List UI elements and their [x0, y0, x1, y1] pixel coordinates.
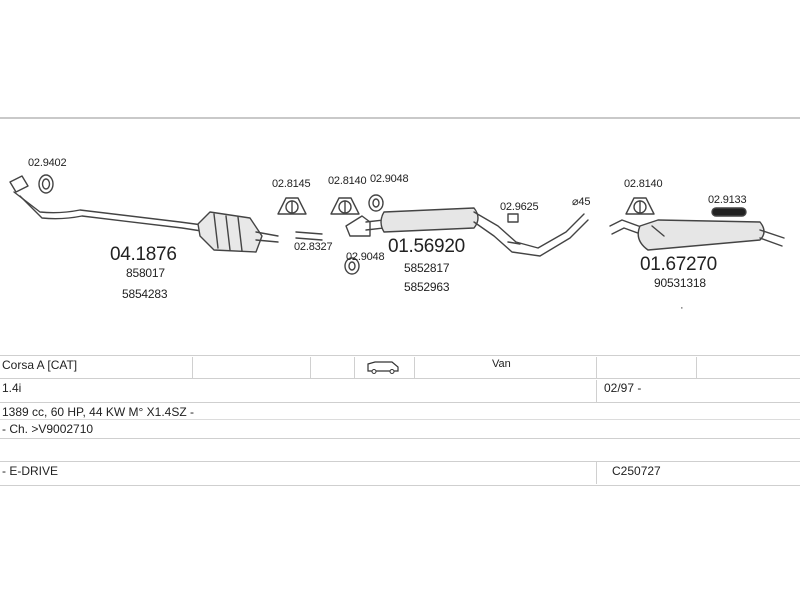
table-rule-5: [0, 438, 800, 439]
part-02-9048-b-label: 02.9048: [346, 251, 385, 263]
top-rule: [0, 117, 800, 119]
oem-5852963-label: 5852963: [404, 280, 450, 294]
cell-divider: [596, 380, 597, 402]
table-rule-6: [0, 461, 800, 462]
ring-02-9402-drawing: [38, 174, 54, 194]
van-icon: [366, 360, 400, 377]
vehicle-code: C250727: [612, 464, 661, 478]
cell-divider: [414, 357, 415, 378]
mount-02-9048-a-drawing: [368, 194, 384, 212]
catalyst-drawing: [197, 211, 279, 253]
part-02-8327-label: 02.8327: [294, 241, 333, 253]
part-04-1876-label: 04.1876: [110, 244, 177, 265]
pipe-02-8327-drawing: [295, 231, 323, 241]
part-01-56920-label: 01.56920: [388, 236, 465, 257]
part-02-9133-label: 02.9133: [708, 194, 747, 206]
clamp-02-8140-a-drawing: [330, 197, 360, 215]
vehicle-engine: 1.4i: [2, 381, 22, 395]
oem-5852817-label: 5852817: [404, 261, 450, 275]
diameter-45-label: ⌀45: [572, 196, 591, 208]
oem-5854283-label: 5854283: [122, 287, 168, 301]
middle-silencer-drawing: [345, 207, 589, 257]
front-pipe-drawing: [9, 175, 211, 233]
vehicle-body-type: Van: [492, 358, 511, 370]
cell-divider: [354, 357, 355, 378]
cell-divider: [596, 462, 597, 484]
cell-divider: [310, 357, 311, 378]
clamp-02-8145-drawing: [277, 197, 307, 215]
part-02-9625-label: 02.9625: [500, 201, 539, 213]
part-02-9048-a-label: 02.9048: [370, 173, 409, 185]
vehicle-date: 02/97 -: [604, 381, 642, 395]
part-02-8140-b-label: 02.8140: [624, 178, 663, 190]
bracket-02-9625-drawing: [507, 213, 521, 245]
table-row-engine: 1.4i 02/97 -: [0, 381, 800, 401]
cell-divider: [596, 357, 597, 378]
table-rule-7: [0, 485, 800, 486]
mount-02-9048-b-drawing: [344, 257, 360, 275]
table-row-chassis: - Ch. >V9002710: [0, 422, 800, 440]
table-row-spec: 1389 cc, 60 HP, 44 KW M° X1.4SZ -: [0, 405, 800, 423]
cell-divider: [192, 357, 193, 378]
exhaust-diagram: [9, 174, 785, 275]
part-01-67270-label: 01.67270: [640, 254, 717, 275]
table-row-drive: - E-DRIVE C250727: [0, 464, 800, 484]
part-02-9402-label: 02.9402: [28, 157, 67, 169]
part-02-8140-a-label: 02.8140: [328, 175, 367, 187]
table-row-model: Corsa A [CAT] Van: [0, 358, 800, 378]
rear-silencer-drawing: [609, 219, 785, 251]
table-rule-3: [0, 402, 800, 403]
cell-divider: [696, 357, 697, 378]
table-rule-1: [0, 355, 800, 356]
vehicle-drive: - E-DRIVE: [2, 464, 59, 478]
table-rule-2: [0, 378, 800, 379]
vehicle-chassis: - Ch. >V9002710: [2, 422, 94, 436]
oem-858017-label: 858017: [126, 266, 165, 280]
mount-02-9133-drawing: [711, 207, 747, 217]
oem-90531318-label: 90531318: [654, 276, 706, 290]
clamp-02-8140-b-drawing: [625, 197, 655, 215]
part-02-8145-label: 02.8145: [272, 178, 311, 190]
dot-mark: ·: [680, 302, 684, 314]
vehicle-spec: 1389 cc, 60 HP, 44 KW M° X1.4SZ -: [2, 405, 194, 419]
vehicle-model: Corsa A [CAT]: [2, 358, 78, 372]
table-rule-4: [0, 419, 800, 420]
